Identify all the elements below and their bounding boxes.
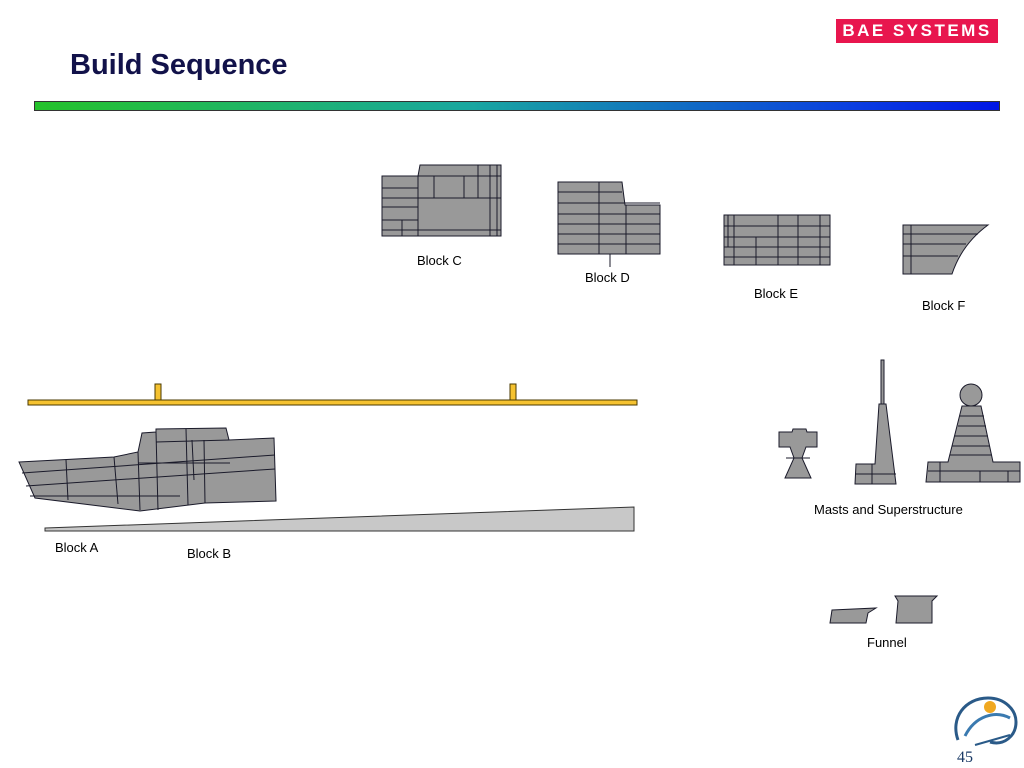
block-e-shape (723, 214, 831, 266)
label-funnel: Funnel (867, 635, 907, 650)
label-block-c: Block C (417, 253, 462, 268)
label-block-d: Block D (585, 270, 630, 285)
bae-systems-logo: BAE SYSTEMS (836, 19, 998, 43)
gradient-divider (34, 101, 1000, 111)
label-block-a: Block A (55, 540, 99, 555)
lifting-beam (27, 383, 638, 406)
slipway-ramp (44, 506, 635, 532)
mast-small (778, 428, 818, 479)
block-f-shape (902, 224, 990, 275)
page-title: Build Sequence (70, 49, 288, 81)
t45-destroyer-emblem: 45 (954, 696, 1018, 766)
funnel-piece-right (894, 595, 939, 624)
block-d-shape (557, 181, 661, 267)
funnel-piece-left (829, 607, 878, 624)
label-block-b: Block B (187, 546, 232, 561)
label-block-e: Block E (754, 286, 799, 301)
mast-tall (854, 359, 897, 485)
block-a-b-hull (18, 427, 277, 512)
superstructure-tower (925, 383, 1021, 483)
block-c-shape (381, 164, 502, 237)
emblem-number: 45 (957, 749, 973, 766)
label-masts-superstructure: Masts and Superstructure (814, 502, 963, 517)
label-block-f: Block F (922, 298, 966, 313)
